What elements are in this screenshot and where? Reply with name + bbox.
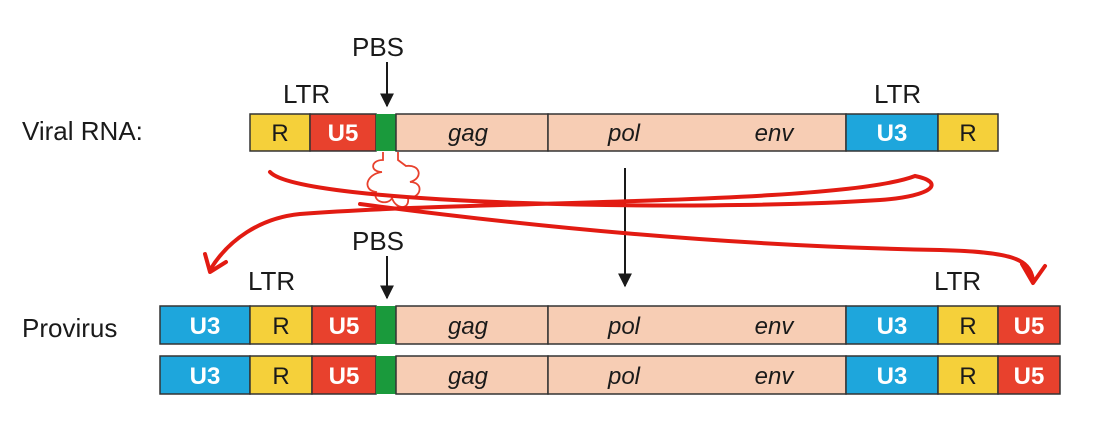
viral-u3-text: U3: [877, 120, 908, 147]
viral-u5-segment: [309, 113, 377, 152]
strand2-u3b-text: U3: [877, 363, 908, 390]
trna-primer-icon: [366, 152, 421, 208]
viral-rna-label: Viral RNA:: [22, 116, 143, 146]
strand2-pbs: [376, 356, 396, 394]
strand2-u5a-text: U5: [329, 363, 360, 390]
provirus-strand-1: [159, 305, 1061, 345]
strand2-pol-env: [547, 355, 847, 395]
strand2-u5b-text: U5: [1014, 363, 1045, 390]
viral-pbs-segment: [376, 114, 396, 151]
strand1-env-text: env: [755, 313, 796, 340]
strand1-u3a-text: U3: [190, 313, 221, 340]
viral-ltr-left-label: LTR: [283, 79, 330, 109]
strand1-gag: [395, 305, 549, 345]
strand2-u3-left: [159, 355, 251, 395]
strand2-gag-text: gag: [448, 363, 489, 390]
strand2-u3-right: [845, 355, 939, 395]
red-arrowhead-right: [1020, 262, 1047, 285]
viral-r-right-text: R: [959, 120, 976, 147]
strand1-pbs: [376, 306, 396, 344]
strand2-r2-text: R: [959, 363, 976, 390]
strand2-u3a-text: U3: [190, 363, 221, 390]
strand1-r-left: [249, 305, 313, 345]
strand1-u3-left: [159, 305, 251, 345]
viral-env-text: env: [755, 120, 796, 147]
viral-gag-segment: [395, 113, 549, 152]
strand1-u3-right: [845, 305, 939, 345]
viral-rna-strand: [249, 113, 999, 152]
provirus-ltr-right-label: LTR: [934, 266, 981, 296]
strand1-r1-text: R: [272, 313, 289, 340]
viral-pol-text: pol: [607, 120, 641, 147]
strand1-gag-text: gag: [448, 313, 489, 340]
strand1-u5b-text: U5: [1014, 313, 1045, 340]
strand2-pol-text: pol: [607, 363, 641, 390]
viral-pol-env-segment: [547, 113, 847, 152]
provirus-label: Provirus: [22, 313, 117, 343]
strand2-r-right: [937, 355, 999, 395]
provirus-strand-2: [159, 355, 1061, 395]
viral-u5-text: U5: [328, 120, 359, 147]
strand2-r1-text: R: [272, 363, 289, 390]
viral-pbs-label: PBS: [352, 32, 404, 62]
red-arrowhead-left: [203, 252, 228, 274]
viral-u3-segment: [845, 113, 939, 152]
strand2-env-text: env: [755, 363, 796, 390]
strand1-u5-right: [997, 305, 1061, 345]
red-arrow-left-to-right: [358, 202, 1035, 282]
strand1-r2-text: R: [959, 313, 976, 340]
strand1-u5a-text: U5: [329, 313, 360, 340]
strand2-gag: [395, 355, 549, 395]
strand2-u5-right: [997, 355, 1061, 395]
strand1-u3b-text: U3: [877, 313, 908, 340]
provirus-ltr-left-label: LTR: [248, 266, 295, 296]
red-arrow-right-to-left: [208, 170, 934, 272]
strand1-pol-text: pol: [607, 313, 641, 340]
viral-r-right-segment: [937, 113, 999, 152]
viral-r-left-text: R: [271, 120, 288, 147]
viral-gag-text: gag: [448, 120, 489, 147]
viral-ltr-right-label: LTR: [874, 79, 921, 109]
strand2-u5-left: [311, 355, 377, 395]
strand1-pol-env: [547, 305, 847, 345]
provirus-pbs-label: PBS: [352, 226, 404, 256]
